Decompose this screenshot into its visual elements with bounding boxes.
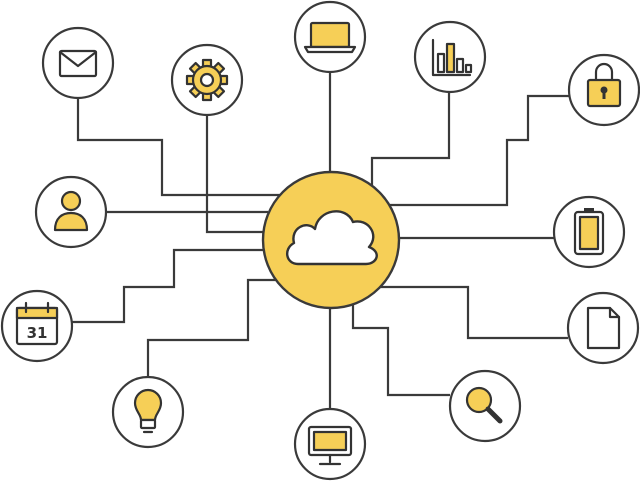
node-search — [448, 369, 522, 443]
padlock-icon — [586, 62, 622, 108]
cloud-hub — [261, 170, 401, 310]
connector-idea — [146, 278, 290, 382]
battery-icon — [573, 208, 605, 256]
connector-security — [385, 94, 570, 207]
node-desktop — [293, 407, 367, 481]
connector-mail — [76, 98, 300, 197]
magnifier-icon — [465, 386, 503, 424]
connector-search — [351, 305, 450, 397]
node-battery — [552, 195, 626, 269]
connector-lines — [72, 72, 570, 412]
node-settings — [170, 43, 244, 117]
laptop-icon — [303, 21, 357, 54]
calendar-date-label: 31 — [27, 324, 48, 342]
connector-document — [380, 285, 568, 340]
node-idea — [111, 375, 185, 449]
connector-calendar — [72, 248, 270, 324]
bar-chart-icon — [431, 38, 473, 77]
connector-analytics — [370, 92, 451, 186]
document-icon — [586, 306, 621, 350]
envelope-icon — [58, 49, 98, 78]
node-document — [566, 291, 640, 365]
calendar-icon: 31 — [15, 301, 59, 346]
node-security — [567, 53, 640, 127]
node-user — [34, 175, 108, 249]
lightbulb-icon — [133, 388, 163, 434]
node-mail — [41, 26, 115, 100]
node-laptop — [293, 0, 367, 74]
node-analytics — [413, 20, 487, 94]
gear-icon — [185, 58, 229, 102]
monitor-icon — [307, 425, 353, 466]
user-icon — [53, 190, 89, 232]
node-calendar: 31 — [0, 289, 74, 363]
cloud-icon — [286, 210, 378, 266]
